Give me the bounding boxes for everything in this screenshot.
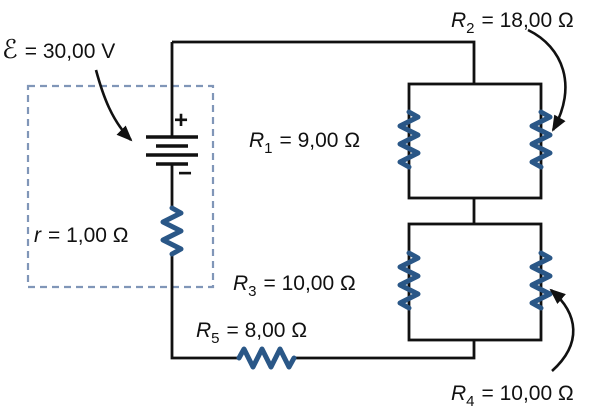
emf-label: ℰ= 30,00 V bbox=[2, 35, 115, 65]
resistor-r4-symbol bbox=[529, 250, 553, 311]
internal-resistance-symbol bbox=[160, 205, 184, 257]
r5-label: R5= 8,00 Ω bbox=[196, 319, 307, 347]
battery-plus-label: + bbox=[174, 107, 188, 134]
battery-minus-label: − bbox=[178, 160, 192, 187]
resistor-r5-symbol bbox=[236, 346, 297, 370]
wire-bottom bbox=[292, 340, 476, 360]
resistor-r1-symbol bbox=[397, 109, 421, 170]
r4-arrow bbox=[549, 288, 575, 372]
wire-left-lower bbox=[170, 252, 241, 360]
emf-symbol-glyph: ℰ bbox=[2, 35, 18, 65]
internal-resistance-label: r= 1,00 Ω bbox=[34, 224, 129, 247]
r4-label: R4= 10,00 Ω bbox=[451, 382, 574, 410]
r3-label: R3= 10,00 Ω bbox=[233, 272, 356, 300]
battery-symbol bbox=[146, 135, 198, 166]
parallel-box-r3-r4 bbox=[407, 222, 543, 342]
r1-label: R1= 9,00 Ω bbox=[249, 129, 360, 157]
r2-arrow bbox=[527, 28, 567, 132]
resistor-r3-symbol bbox=[397, 250, 421, 311]
wire-top bbox=[172, 40, 476, 84]
resistor-r2-symbol bbox=[529, 109, 553, 170]
emf-arrow bbox=[94, 69, 133, 142]
parallel-box-r1-r2 bbox=[407, 82, 543, 200]
r2-label: R2= 18,00 Ω bbox=[451, 9, 574, 37]
